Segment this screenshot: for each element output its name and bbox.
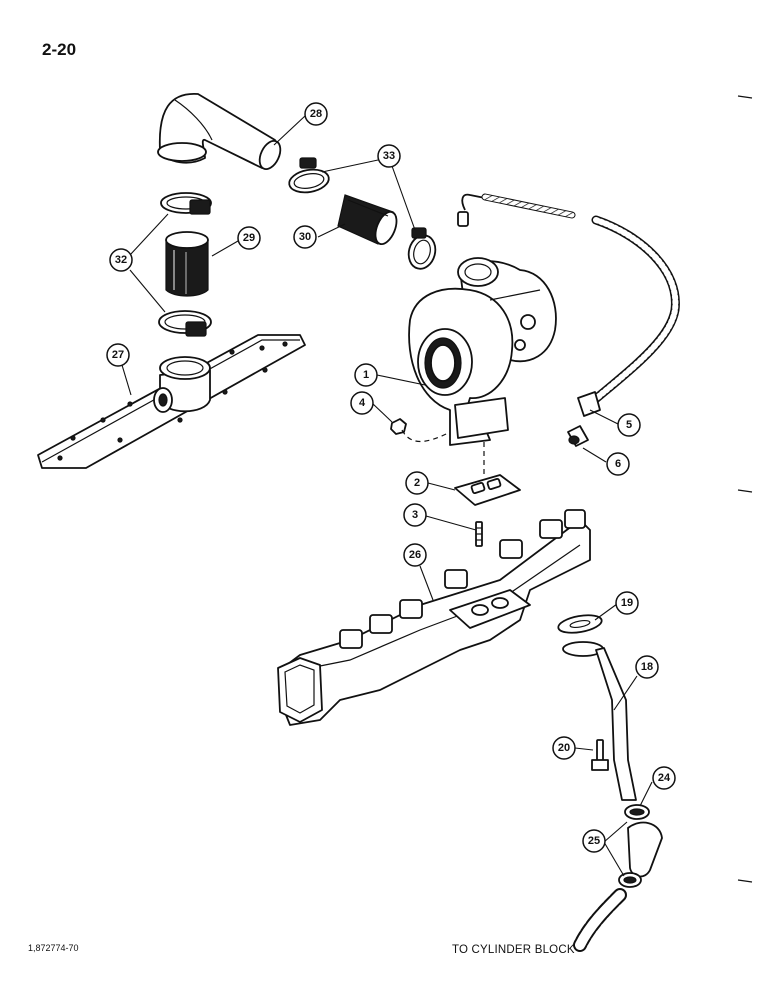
drain-hose [627, 821, 663, 878]
drain-hose-clamp-lower [618, 872, 642, 888]
nut [390, 418, 451, 443]
svg-text:2: 2 [414, 477, 420, 489]
svg-text:18: 18 [641, 661, 653, 673]
turbo-gasket [454, 474, 521, 506]
callout-20: 20 [552, 736, 576, 760]
callout-33: 33 [377, 144, 401, 168]
oil-supply-hose [577, 215, 680, 417]
hose-sleeve [337, 194, 398, 246]
svg-text:32: 32 [115, 254, 127, 266]
svg-text:5: 5 [626, 419, 632, 431]
callout-32: 32 [109, 248, 133, 272]
callout-27: 27 [106, 343, 130, 367]
svg-text:3: 3 [412, 509, 418, 521]
callout-4: 4 [350, 391, 374, 415]
svg-text:30: 30 [299, 231, 311, 243]
cylinder-block-connection [573, 888, 627, 952]
destination-label: TO CYLINDER BLOCK [452, 944, 575, 956]
svg-text:28: 28 [310, 108, 322, 120]
intake-elbow-tube [157, 93, 282, 171]
margin-marks [737, 95, 753, 883]
svg-text:6: 6 [615, 458, 621, 470]
callout-19: 19 [615, 591, 639, 615]
svg-text:4: 4 [359, 397, 366, 409]
hose-clamp-top-left [160, 192, 212, 215]
hose-clamp-upper [288, 157, 330, 194]
oil-supply-line [457, 193, 576, 227]
page-number: 2-20 [42, 40, 77, 59]
svg-text:25: 25 [588, 835, 600, 847]
stud [475, 521, 483, 547]
intake-manifold-plate [37, 334, 306, 469]
fitting [567, 425, 589, 447]
drain-gasket [557, 614, 603, 634]
callout-18: 18 [635, 655, 659, 679]
oil-drain-tube [562, 641, 637, 801]
svg-text:20: 20 [558, 742, 570, 754]
callout-5: 5 [617, 413, 641, 437]
bolt [591, 739, 609, 771]
straight-hose [165, 231, 209, 297]
turbocharger [408, 257, 557, 446]
svg-text:24: 24 [658, 772, 671, 784]
callout-3: 3 [403, 503, 427, 527]
callout-24: 24 [652, 766, 676, 790]
leader-lines [121, 115, 653, 877]
svg-text:1: 1 [363, 369, 369, 381]
callout-2: 2 [405, 471, 429, 495]
drain-hose-clamp-upper [624, 804, 650, 820]
hose-clamp-lower [407, 227, 437, 270]
callout-25: 25 [582, 829, 606, 853]
callout-29: 29 [237, 226, 261, 250]
callout-1: 1 [354, 363, 378, 387]
svg-text:27: 27 [112, 349, 124, 361]
figure-id: 1,872774-70 [28, 943, 79, 953]
callout-6: 6 [606, 452, 630, 476]
svg-text:29: 29 [243, 232, 255, 244]
svg-text:19: 19 [621, 597, 633, 609]
exhaust-manifold [277, 509, 591, 726]
hose-clamp-bottom-left [158, 310, 212, 337]
callout-26: 26 [403, 543, 427, 567]
callout-30: 30 [293, 225, 317, 249]
svg-text:26: 26 [409, 549, 421, 561]
callout-28: 28 [304, 102, 328, 126]
svg-text:33: 33 [383, 150, 395, 162]
